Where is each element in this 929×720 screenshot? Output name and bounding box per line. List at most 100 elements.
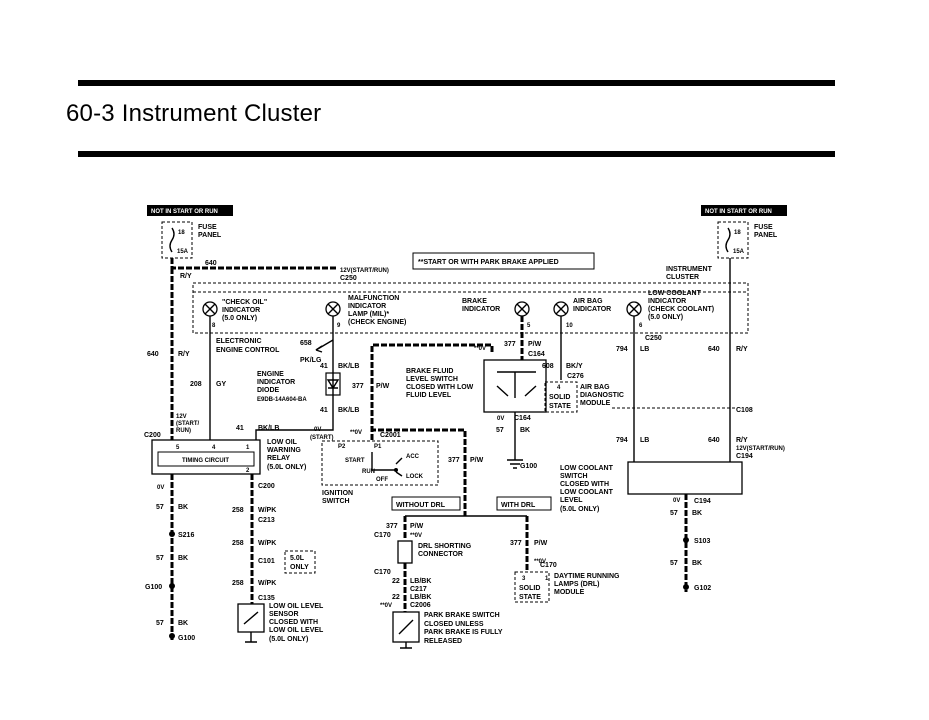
ov-a: 0V [497, 416, 504, 422]
connector-c135: C135 [258, 595, 275, 602]
cluster-label2: CLUSTER [666, 274, 699, 281]
drl-module-box [514, 571, 550, 603]
low-oil-sensor-label5: (5.0L ONLY) [269, 636, 308, 643]
fuse-left-amp: 15A [177, 249, 189, 255]
fuse-left-tag: NOT IN START OR RUN [151, 209, 218, 215]
connector-c101: C101 [258, 558, 275, 565]
air-bag-label2: INDICATOR [573, 306, 611, 313]
diode-label3: DIODE [257, 387, 280, 394]
wire-41b-color: BK/LB [338, 407, 359, 414]
ground-g100-brake [507, 459, 523, 469]
wire-22a-color: LB/BK [410, 578, 431, 585]
connector-c2001: C2001 [380, 432, 401, 439]
wire-12v-left: 12V [176, 414, 187, 420]
drl-short2: CONNECTOR [418, 551, 463, 558]
timing-circuit-inner [157, 451, 255, 467]
fuse-left-num: 18 [178, 230, 185, 236]
top-rule [78, 80, 835, 86]
wire-794a-label: 794 [616, 346, 628, 353]
wire-57-l2-color: BK [178, 555, 188, 562]
fuse-right-label2: PANEL [754, 232, 778, 239]
connector-c170-b: C170 [374, 569, 391, 576]
connector-c250-right: C250 [645, 335, 662, 342]
star-ov-c: **0V [410, 533, 422, 539]
check-oil-label3: (5.0 ONLY) [222, 315, 257, 322]
connector-c200-bot: C200 [258, 483, 275, 490]
park-brake-label2: CLOSED UNLESS [424, 621, 484, 628]
wire-57-r1-color: BK [692, 510, 702, 517]
low-oil-sensor-label1: LOW OIL LEVEL [269, 603, 324, 610]
ign-contacts [371, 452, 403, 477]
fuse-left-label2: PANEL [198, 232, 222, 239]
indicator-check-oil: "CHECK OIL" INDICATOR (5.0 ONLY) 8 [202, 299, 267, 329]
lcs-label4: LOW COOLANT [560, 489, 614, 496]
drl-pin: 3 [522, 576, 526, 582]
ign-acc: ACC [406, 454, 420, 460]
air-bag-pin: 4 [557, 385, 561, 391]
instrument-cluster-box [192, 282, 749, 334]
brake-label2: INDICATOR [462, 306, 500, 313]
wire-640-left-color: R/Y [178, 351, 190, 358]
star-ov-a: **0V [474, 346, 486, 352]
brake-fluid-label3: CLOSED WITH LOW [406, 384, 474, 391]
wire-208-label: 208 [190, 381, 202, 388]
wire-57-l3-label: 57 [156, 620, 164, 627]
connector-c170-c: C170 [540, 562, 557, 569]
wire-22b-label: 22 [392, 594, 400, 601]
air-bag-mod-label2: DIAGNOSTIC [580, 392, 624, 399]
pin-10: 10 [566, 323, 573, 329]
diode-label4: E9DB-14A604-BA [257, 397, 307, 403]
wire-57-l1-label: 57 [156, 504, 164, 511]
ignition-switch-box [321, 440, 439, 486]
only50-box [284, 550, 316, 574]
fuse-right-tag: NOT IN START OR RUN [705, 209, 772, 215]
wire-608-color: BK/Y [566, 363, 583, 370]
air-bag-solid: SOLID [549, 394, 570, 401]
wire-41-down [255, 340, 334, 440]
diode-box [325, 372, 341, 396]
park-brake-label1: PARK BRAKE SWITCH [424, 612, 500, 619]
splice-s103: S103 [694, 538, 710, 545]
lcs-label5: LEVEL [560, 497, 583, 504]
wire-377e-label: 377 [510, 540, 522, 547]
only50-label1: 5.0L [290, 555, 305, 562]
wire-258b-label: 258 [232, 540, 244, 547]
wire-258c-label: 258 [232, 580, 244, 587]
indicator-air-bag: AIR BAG INDICATOR 10 [553, 298, 611, 329]
wire-57-l3-color: BK [178, 620, 188, 627]
lcs-label3: CLOSED WITH [560, 481, 609, 488]
wire-57-l1-color: BK [178, 504, 188, 511]
park-brake-label3: PARK BRAKE IS FULLY [424, 629, 503, 636]
fuse-left-label1: FUSE [198, 224, 217, 231]
wire-41c-label: 41 [236, 425, 244, 432]
drl-mod2: LAMPS (DRL) [554, 581, 600, 588]
wire-41a-color: BK/LB [338, 363, 359, 370]
pin-9: 9 [337, 323, 341, 329]
wire-57-r2-label: 57 [670, 560, 678, 567]
ign-start: START [345, 458, 365, 464]
without-drl-label: WITHOUT DRL [396, 502, 446, 509]
only50-label2: ONLY [290, 564, 309, 571]
ground-g100-dot-c [169, 633, 175, 639]
drl-pin2: 1 [545, 576, 549, 582]
wire-377c-color: P/W [470, 457, 484, 464]
star-ov-b: **0V [350, 430, 362, 436]
brake-fluid-label1: BRAKE FLUID [406, 368, 453, 375]
wire-794b-color: LB [640, 437, 649, 444]
drl-state: STATE [519, 594, 541, 601]
wire-41b-label: 41 [320, 407, 328, 414]
low-oil-sensor-label2: SENSOR [269, 611, 299, 618]
wire-12v-left2: (START/ [176, 421, 200, 427]
check-oil-label1: "CHECK OIL" [222, 299, 267, 306]
bottom-rule [78, 151, 835, 157]
wire-377b-color: P/W [528, 341, 542, 348]
ground-g100-dot-b [169, 583, 175, 589]
low-oil-sensor-label4: LOW OIL LEVEL [269, 627, 324, 634]
ign-p1: P1 [374, 444, 382, 450]
star-ov-d: **0V [380, 603, 392, 609]
ece-label1: ELECTRONIC [216, 338, 262, 345]
ign-p2: P2 [338, 444, 346, 450]
wire-57-l2-label: 57 [156, 555, 164, 562]
wire-640-right-color: R/Y [736, 346, 748, 353]
